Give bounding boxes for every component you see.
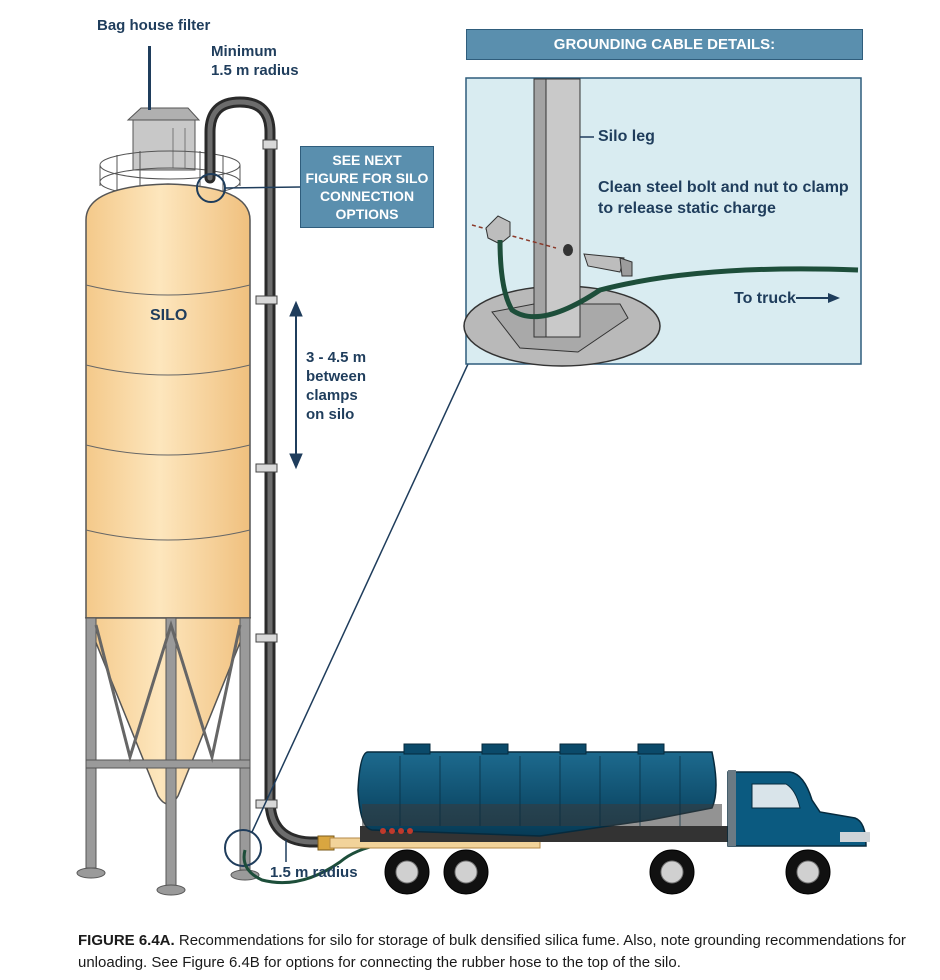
silo-diagram: Bag house filter Minimum 1.5 m radius SI… — [76, 17, 870, 896]
see-next-figure-callout: SEE NEXT FIGURE FOR SILO CONNECTION OPTI… — [300, 146, 434, 228]
pipe-clamps — [255, 139, 278, 809]
silo-leg-label: Silo leg — [598, 128, 655, 145]
figure-caption: FIGURE 6.4A. Recommendations for silo fo… — [78, 930, 918, 974]
steel-bolt-label: Clean steel bolt and nut to clamp to rel… — [598, 179, 849, 217]
grounding-pointer-line — [251, 363, 469, 833]
minimum-radius-label: Minimum 1.5 m radius — [211, 43, 299, 79]
bottom-radius-label: 1.5 m radius — [270, 864, 358, 881]
caption-text: Recommendations for silo for storage of … — [78, 932, 906, 971]
diagram-drawing — [76, 46, 870, 896]
silo-label: SILO — [150, 307, 188, 324]
clamp-spacing-arrow — [289, 300, 303, 470]
fill-pipe — [204, 96, 336, 848]
grounding-marker — [224, 829, 262, 867]
connection-marker-line — [224, 186, 301, 189]
figure-number: FIGURE 6.4A. — [78, 932, 175, 949]
clamp-spacing-label: 3 - 4.5 m between clamps on silo — [306, 349, 367, 423]
tanker-truck — [357, 743, 870, 895]
to-truck-label: To truck — [734, 290, 796, 307]
leg-braces — [94, 619, 242, 763]
grounding-cable-details-title: GROUNDING CABLE DETAILS: — [466, 29, 863, 60]
grounding-detail-panel — [463, 77, 862, 367]
bag-house-filter-label: Bag house filter — [97, 17, 211, 34]
bag-house-filter — [126, 46, 201, 171]
ground-cable — [242, 840, 401, 885]
support-legs — [76, 617, 260, 896]
